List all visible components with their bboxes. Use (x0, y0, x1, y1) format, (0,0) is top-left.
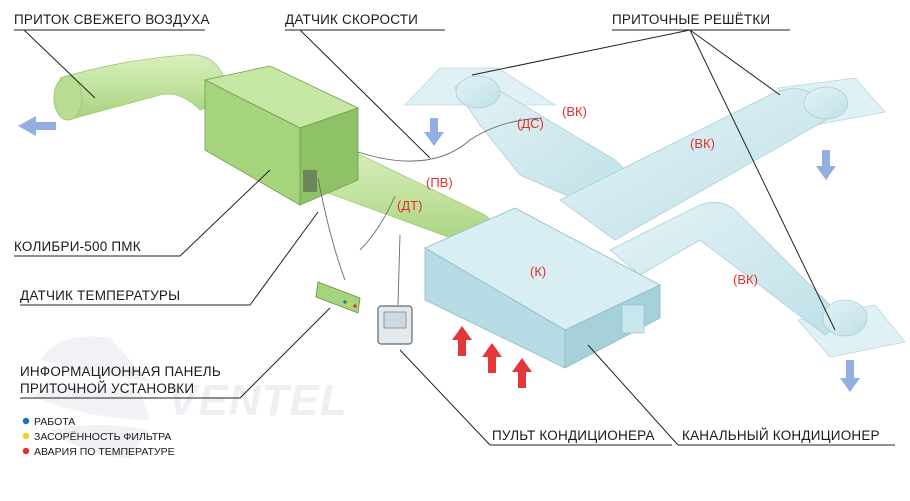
up-arrow-icon (452, 326, 472, 356)
code-pv: (ПВ) (426, 175, 453, 190)
label-info-panel-line2: ПРИТОЧНОЙ УСТАНОВКИ (20, 381, 194, 396)
code-dt: (ДТ) (397, 198, 422, 213)
sensor-cables (317, 117, 543, 306)
label-supply-grilles: ПРИТОЧНЫЕ РЕШЁТКИ (612, 12, 770, 27)
code-vk-1: (ВК) (562, 104, 587, 119)
legend-dot-filter (22, 432, 30, 440)
intake-arrow-icon (18, 116, 56, 136)
leader-lines (14, 29, 895, 446)
legend-item-work: РАБОТА (34, 416, 75, 428)
label-speed-sensor: ДАТЧИК СКОРОСТИ (285, 12, 418, 27)
legend: РАБОТА ЗАСОРЁННОСТЬ ФИЛЬТРА АВАРИЯ ПО ТЕ… (22, 416, 175, 458)
code-vk-3: (ВК) (733, 272, 758, 287)
label-duct-air-conditioner: КАНАЛЬНЫЙ КОНДИЦИОНЕР (682, 428, 880, 443)
label-kolibri-unit: КОЛИБРИ-500 ПМК (14, 239, 141, 254)
label-info-panel-line1: ИНФОРМАЦИОННАЯ ПАНЕЛЬ (20, 364, 221, 379)
down-arrow-icon (816, 150, 836, 180)
legend-dot-alarm (22, 447, 30, 455)
info-panel-device (315, 281, 361, 314)
label-temperature-sensor: ДАТЧИК ТЕМПЕРАТУРЫ (20, 288, 180, 303)
fresh-air-duct (53, 54, 501, 246)
label-ac-remote: ПУЛЬТ КОНДИЦИОНЕРА (492, 428, 655, 443)
ac-remote-device (377, 305, 413, 345)
label-fresh-air-intake: ПРИТОК СВЕЖЕГО ВОЗДУХА (14, 12, 210, 27)
legend-item-filter: ЗАСОРЁННОСТЬ ФИЛЬТРА (34, 431, 171, 443)
up-arrow-icon (482, 343, 502, 373)
duct-air-conditioner (424, 207, 661, 369)
air-flow-arrows-blue (18, 116, 860, 392)
up-arrow-icon (512, 358, 532, 388)
kolibri-unit (203, 65, 360, 206)
watermark-text: VENTEL (168, 376, 348, 425)
cold-duct-network (454, 75, 868, 337)
watermark-fan-logo: VENTEL (30, 336, 348, 458)
legend-dot-work (22, 417, 30, 425)
code-k: (К) (530, 264, 546, 279)
heat-arrows-red (452, 326, 532, 388)
down-arrow-icon (840, 360, 860, 392)
down-arrow-icon (424, 118, 444, 146)
code-ds: (ДС) (517, 116, 544, 131)
legend-item-alarm: АВАРИЯ ПО ТЕМПЕРАТУРЕ (34, 446, 175, 458)
code-vk-2: (ВК) (690, 136, 715, 151)
